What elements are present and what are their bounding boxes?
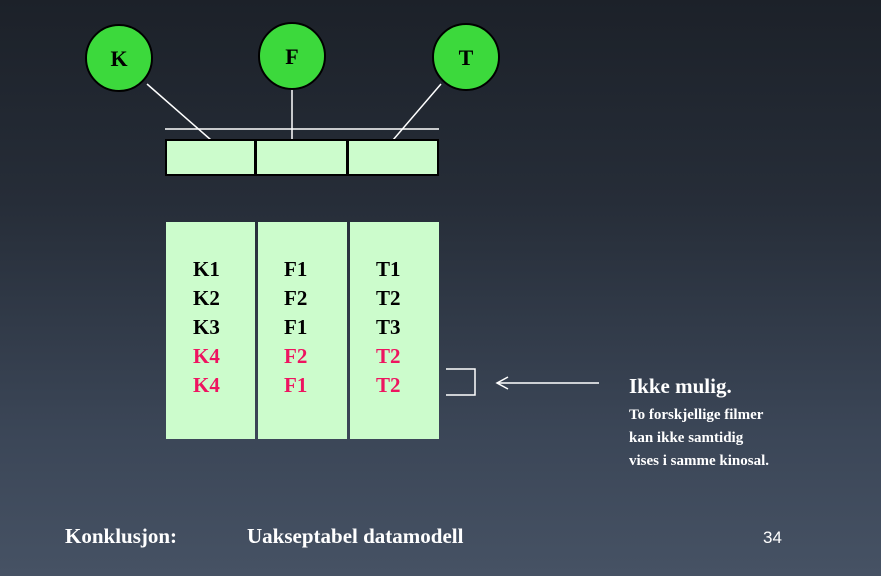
table-cell: T3 [376,315,401,339]
header-cell-k [165,139,256,176]
note-title: Ikke mulig. [629,374,732,398]
header-cell-t [347,139,439,176]
table-cell: F1 [284,257,307,281]
connector-k [146,83,212,141]
arrow-head [495,376,509,390]
node-f: F [258,22,326,90]
connector-t [392,83,442,141]
table-cell: F2 [284,344,307,368]
table-cell: F1 [284,373,307,397]
table-cell: K4 [193,344,220,368]
table-cell: T2 [376,344,401,368]
node-t-label: T [459,45,474,70]
node-k: K [85,24,153,92]
node-k-label: K [110,46,127,71]
conclusion-text: Uakseptabel datamodell [247,524,464,548]
node-f-label: F [285,44,298,69]
page-number: 34 [763,528,782,547]
conflict-indicator [446,368,599,396]
header-cell-f [255,139,348,176]
table-cell: T2 [376,286,401,310]
table-cell: K3 [193,315,220,339]
node-t-circle [432,23,500,91]
table-cell: F1 [284,315,307,339]
node-t: T [432,23,500,91]
note-line: vises i samme kinosal. [629,453,770,469]
table-cell: F2 [284,286,307,310]
node-f-circle [258,22,326,90]
table-cell: T2 [376,373,401,397]
table-cell: T1 [376,257,401,281]
table-cell: K4 [193,373,220,397]
note-line: kan ikke samtidig [629,430,744,446]
note-body: To forskjellige filmer kan ikke samtidig… [629,404,769,473]
node-connectors [146,83,442,141]
node-k-circle [85,24,153,92]
table-column-k [166,222,255,439]
table-column-f [258,222,347,439]
note-line: To forskjellige filmer [629,407,764,423]
conflict-bracket [446,368,476,396]
header-cells [165,139,439,176]
table-column-t [350,222,439,439]
table-cell: K2 [193,286,220,310]
table-cell: K1 [193,257,220,281]
conclusion-label: Konklusjon: [65,524,178,548]
